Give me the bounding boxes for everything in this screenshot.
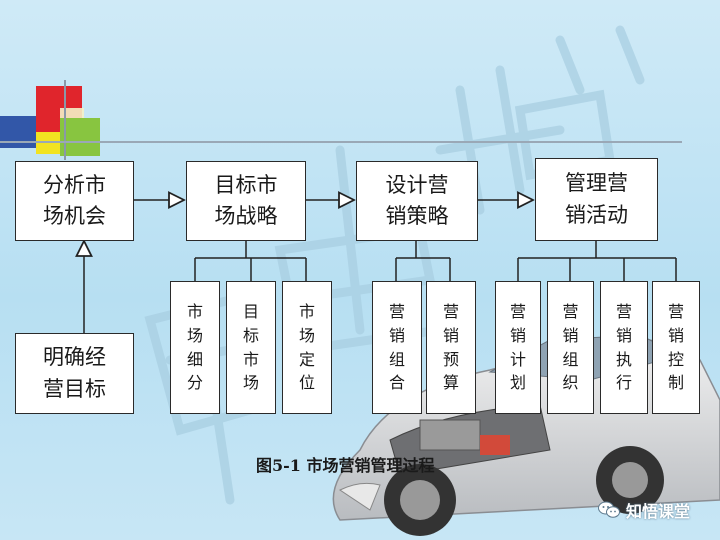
subbox-marketing-execution: 营销执行 xyxy=(600,281,648,414)
decor-green-square xyxy=(60,118,100,156)
figure-caption: 图5-1 市场营销管理过程 xyxy=(256,456,435,475)
box-define-goals-label: 明确经 营目标 xyxy=(43,345,106,401)
decor-yellow-square xyxy=(36,132,60,154)
subbox-segmentation-label: 市场细分 xyxy=(187,302,204,393)
box-manage-activities-label: 管理营 销活动 xyxy=(565,171,628,227)
subbox-segmentation: 市场细分 xyxy=(170,281,220,414)
subbox-marketing-control: 营销控制 xyxy=(652,281,700,414)
decor-pale-square xyxy=(60,108,84,118)
box-design-strategy: 设计营 销策略 xyxy=(356,161,478,241)
subbox-marketing-budget: 营销预算 xyxy=(426,281,476,414)
subbox-positioning: 市场定位 xyxy=(282,281,332,414)
box-target-market: 目标市 场战略 xyxy=(186,161,306,241)
subbox-marketing-plan: 营销计划 xyxy=(495,281,541,414)
subbox-targeting: 目标市场 xyxy=(226,281,276,414)
subbox-marketing-organization-label: 营销组织 xyxy=(562,302,579,393)
subbox-marketing-mix: 营销组合 xyxy=(372,281,422,414)
subbox-marketing-organization: 营销组织 xyxy=(547,281,594,414)
subbox-marketing-budget-label: 营销预算 xyxy=(443,302,460,393)
box-design-strategy-label: 设计营 销策略 xyxy=(385,172,449,229)
decor-vertical-line xyxy=(64,80,66,160)
box-manage-activities: 管理营 销活动 xyxy=(535,158,658,241)
wechat-icon xyxy=(598,501,620,518)
watermark-brand: 知悟课堂 xyxy=(598,498,690,522)
subbox-marketing-control-label: 营销控制 xyxy=(668,302,685,393)
box-analyze-market: 分析市 场机会 xyxy=(15,161,134,241)
subbox-marketing-execution-label: 营销执行 xyxy=(616,302,633,393)
subbox-positioning-label: 市场定位 xyxy=(299,302,316,393)
subbox-marketing-mix-label: 营销组合 xyxy=(389,302,406,393)
box-define-goals: 明确经 营目标 xyxy=(15,333,134,414)
box-target-market-label: 目标市 场战略 xyxy=(214,172,278,229)
box-analyze-market-label: 分析市 场机会 xyxy=(43,172,106,229)
watermark-brand-text: 知悟课堂 xyxy=(626,502,691,521)
subbox-targeting-label: 目标市场 xyxy=(243,302,260,393)
subbox-marketing-plan-label: 营销计划 xyxy=(510,302,527,393)
decor-horizontal-line xyxy=(0,141,682,143)
